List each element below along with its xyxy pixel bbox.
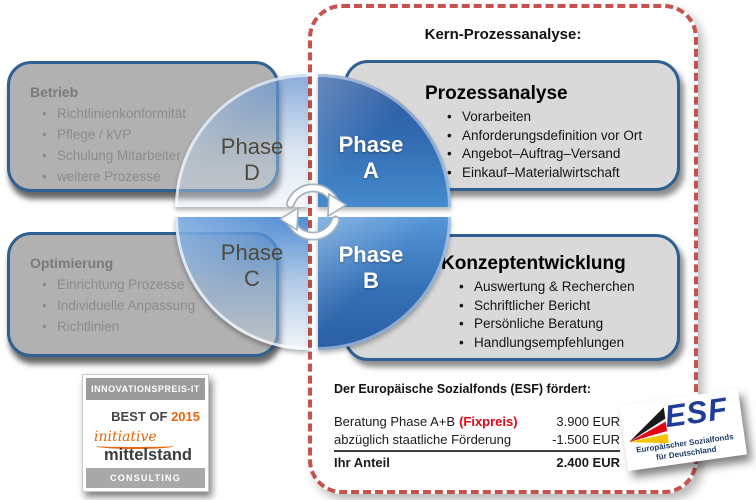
funding-row-amount: 2.400 EUR bbox=[556, 455, 620, 470]
list-item: Einkauf–Materialwirtschaft bbox=[445, 164, 677, 183]
phase-c-quadrant bbox=[175, 217, 308, 350]
betrieb-box: Betrieb Richtlinienkonformität Pflege / … bbox=[7, 61, 279, 192]
phase-a-label: Phase A bbox=[338, 132, 404, 183]
list-item: Einrichtung Prozesse bbox=[40, 274, 276, 295]
list-item: Individuelle Anpassung bbox=[40, 295, 276, 316]
funding-row-amount: -1.500 EUR bbox=[552, 432, 620, 447]
list-item: Auswertung & Recherchen bbox=[457, 278, 677, 297]
betrieb-title: Betrieb bbox=[30, 84, 79, 100]
konzeptentwicklung-title: Konzeptentwicklung bbox=[441, 253, 626, 274]
innovationspreis-badge: INNOVATIONSPREIS-IT BEST OF 2015 initiat… bbox=[82, 374, 209, 492]
funding-row-label: abzüglich staatliche Förderung bbox=[334, 432, 512, 447]
prozessanalyse-list: Vorarbeiten Anforderungsdefinition vor O… bbox=[445, 108, 677, 182]
funding-row: Beratung Phase A+B(Fixpreis) 3.900 EUR bbox=[334, 413, 620, 431]
optimierung-box: Optimierung Einrichtung Prozesse Individ… bbox=[7, 232, 279, 357]
funding-row-total: Ihr Anteil 2.400 EUR bbox=[334, 452, 620, 472]
esf-chevron-icon bbox=[629, 407, 669, 444]
betrieb-list: Richtlinienkonformität Pflege / kVP Schu… bbox=[40, 103, 276, 187]
list-item: Schriftlicher Bericht bbox=[457, 297, 677, 316]
phase-d-label: Phase D bbox=[220, 134, 284, 185]
list-item: Richtlinien bbox=[40, 316, 276, 337]
list-item: Handlungsempfehlungen bbox=[457, 334, 677, 353]
esf-funding-section: Der Europäische Sozialfonds (ESF) förder… bbox=[334, 382, 624, 472]
badge-header: INNOVATIONSPREIS-IT bbox=[86, 378, 205, 400]
phase-b-label: Phase B bbox=[338, 242, 404, 293]
panel-title: Kern-Prozessanalyse: bbox=[424, 26, 582, 43]
optimierung-list: Einrichtung Prozesse Individuelle Anpass… bbox=[40, 274, 276, 337]
phase-cycle-pie bbox=[175, 74, 451, 350]
list-item: weitere Prozesse bbox=[40, 166, 276, 187]
year-2015: 2015 bbox=[171, 409, 200, 424]
funding-heading: Der Europäische Sozialfonds (ESF) förder… bbox=[334, 382, 591, 396]
funding-row-label: Ihr Anteil bbox=[334, 455, 390, 470]
initiative-script: initiative bbox=[94, 429, 157, 445]
konzeptentwicklung-list: Auswertung & Recherchen Schriftlicher Be… bbox=[457, 278, 677, 352]
best-of-year: BEST OF 2015 bbox=[111, 409, 200, 424]
list-item: Persönliche Beratung bbox=[457, 315, 677, 334]
list-item: Richtlinienkonformität bbox=[40, 103, 276, 124]
funding-row-amount: 3.900 EUR bbox=[556, 414, 620, 429]
fixpreis-highlight: (Fixpreis) bbox=[459, 414, 518, 429]
funding-row: abzüglich staatliche Förderung -1.500 EU… bbox=[334, 431, 620, 452]
list-item: Pflege / kVP bbox=[40, 124, 276, 145]
initiative-underline bbox=[96, 443, 174, 449]
cycle-arrows-icon bbox=[271, 170, 355, 254]
mittelstand-wordmark: mittelstand bbox=[104, 446, 193, 464]
list-item: Angebot–Auftrag–Versand bbox=[445, 145, 677, 164]
list-item: Vorarbeiten bbox=[445, 108, 677, 127]
esf-logo: ESF Europäischer Sozialfonds für Deutsch… bbox=[618, 388, 748, 472]
esf-acronym: ESF bbox=[662, 390, 731, 435]
funding-row-label: Beratung Phase A+B bbox=[334, 414, 456, 429]
list-item: Schulung Mitarbeiter bbox=[40, 145, 276, 166]
optimierung-title: Optimierung bbox=[30, 255, 114, 271]
badge-footer: CONSULTING bbox=[86, 468, 205, 488]
prozessanalyse-title: Prozessanalyse bbox=[425, 83, 568, 104]
phase-c-label: Phase C bbox=[220, 240, 284, 291]
list-item: Anforderungsdefinition vor Ort bbox=[445, 127, 677, 146]
